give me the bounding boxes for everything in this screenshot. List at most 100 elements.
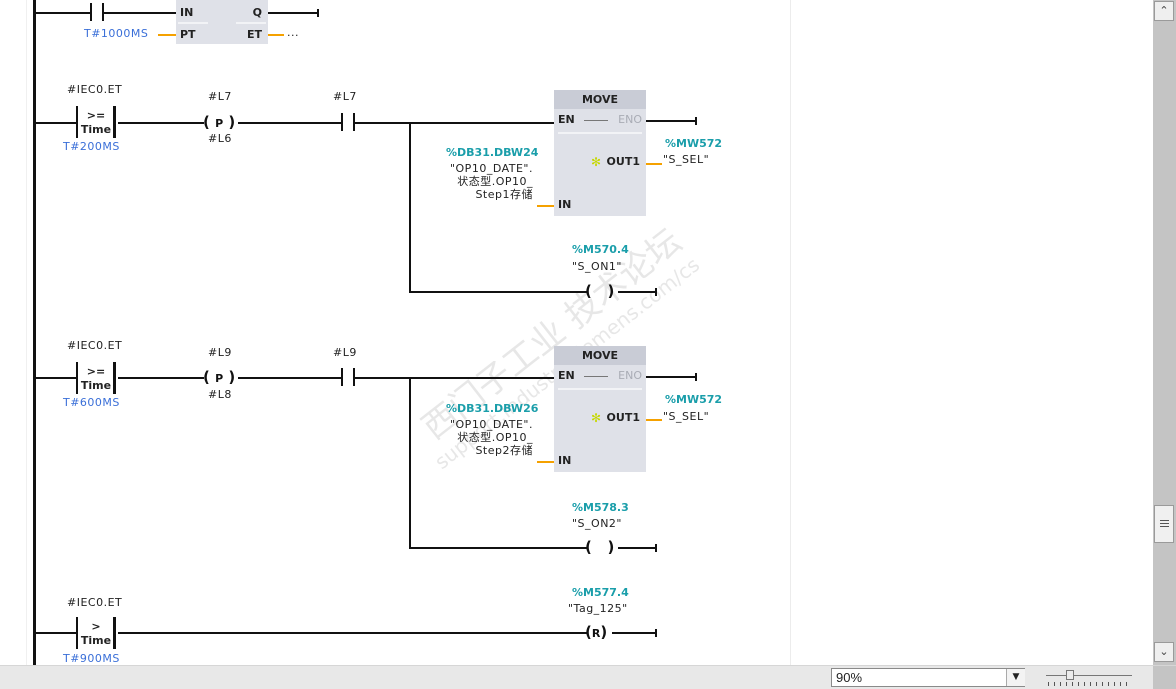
timer-pt-value[interactable]: T#1000MS (84, 27, 149, 40)
pt-wire (158, 34, 176, 36)
move-pin-eno: ENO (618, 369, 642, 382)
et-wire (268, 34, 284, 36)
ptrig-label: P (215, 372, 224, 385)
wire (618, 291, 656, 293)
move-pin-en: EN (558, 369, 575, 382)
move-out-symbol[interactable]: "S_SEL" (663, 410, 710, 423)
output-coil[interactable]: ( ) (585, 538, 615, 556)
compare-time-contact[interactable]: >= Time (76, 358, 116, 398)
ptrig-mem[interactable]: #L8 (208, 388, 232, 401)
zoom-slider[interactable] (1046, 669, 1132, 687)
wire (118, 377, 204, 379)
no-contact[interactable] (90, 3, 104, 21)
move-in-address[interactable]: %DB31.DBW26 (446, 402, 539, 415)
wire-end (655, 288, 657, 296)
move-out-symbol[interactable]: "S_SEL" (663, 153, 710, 166)
wire (618, 547, 656, 549)
pin-divider (558, 388, 642, 390)
compare-time-contact[interactable]: > Time (76, 613, 116, 653)
vertical-scrollbar[interactable]: ⌃ ⌄ (1153, 0, 1176, 665)
move-pin-out1: OUT1 (606, 411, 640, 424)
slider-ticks (1048, 682, 1130, 686)
no-contact[interactable] (341, 368, 355, 386)
ptrig-operand[interactable]: #L9 (208, 346, 232, 359)
compare-operand[interactable]: #IEC0.ET (67, 339, 123, 352)
output-coil[interactable]: ( ) (585, 282, 615, 300)
coil-symbol[interactable]: "S_ON2" (572, 517, 622, 530)
corner-block (1153, 666, 1176, 689)
move-out-address[interactable]: %MW572 (665, 137, 723, 150)
en-eno-line (584, 376, 608, 377)
wire (268, 12, 318, 14)
wire (118, 632, 587, 634)
timer-pin-in: IN (180, 6, 194, 19)
coil-address[interactable]: %M577.4 (572, 586, 629, 599)
compare-operand[interactable]: #IEC0.ET (67, 83, 123, 96)
wire (612, 632, 656, 634)
contact-operand[interactable]: #L7 (333, 90, 357, 103)
wire-end (695, 117, 697, 125)
wire (646, 376, 696, 378)
wire (36, 377, 76, 379)
slider-knob[interactable] (1066, 670, 1074, 680)
move-pin-in: IN (558, 454, 572, 467)
p-trig-coil[interactable]: ( P ) (203, 113, 236, 131)
move-block[interactable]: MOVE EN ENO ✻ OUT1 IN (554, 346, 646, 472)
reset-coil[interactable]: (R) (585, 623, 608, 641)
move-in-address[interactable]: %DB31.DBW24 (446, 146, 539, 159)
scrollbar-thumb[interactable] (1154, 505, 1174, 543)
pin-divider (558, 132, 642, 134)
chevron-up-icon: ⌃ (1159, 4, 1169, 17)
symbol-line: 状态型.OP10_ (457, 175, 533, 188)
compare-operand[interactable]: #IEC0.ET (67, 596, 123, 609)
p-trig-coil[interactable]: ( P ) (203, 368, 236, 386)
in-wire (537, 205, 554, 207)
chevron-down-icon: ⌄ (1159, 645, 1169, 658)
coil-address[interactable]: %M570.4 (572, 243, 629, 256)
contact-operand[interactable]: #L9 (333, 346, 357, 359)
in-wire (537, 461, 554, 463)
move-out-address[interactable]: %MW572 (665, 393, 723, 406)
ptrig-operand[interactable]: #L7 (208, 90, 232, 103)
compare-value[interactable]: T#200MS (63, 140, 120, 153)
ton-timer-block[interactable]: IN Q PT ET (176, 0, 268, 44)
timer-et-value[interactable]: ... (287, 26, 299, 39)
timer-pin-pt: PT (180, 28, 196, 41)
ptrig-label: P (215, 117, 224, 130)
scroll-down-button[interactable]: ⌄ (1154, 642, 1174, 662)
slider-track (1046, 675, 1132, 676)
zoom-select[interactable]: 90% ▼ (831, 668, 1025, 687)
compare-type: Time (80, 379, 112, 392)
move-in-symbol[interactable]: "OP10_DATE". 状态型.OP10_ Step2存储 (446, 418, 533, 457)
no-contact[interactable] (341, 113, 355, 131)
network-margin (0, 0, 27, 665)
timer-pin-et: ET (246, 28, 262, 41)
wire (238, 122, 342, 124)
move-block[interactable]: MOVE EN ENO ✻ OUT1 IN (554, 90, 646, 216)
pin-divider (236, 22, 266, 24)
coil-symbol[interactable]: "Tag_125" (568, 602, 628, 615)
grip-icon (1160, 526, 1169, 527)
wire (409, 547, 587, 549)
coil-symbol[interactable]: "S_ON1" (572, 260, 622, 273)
add-output-star-icon[interactable]: ✻ (591, 411, 602, 425)
move-pin-eno: ENO (618, 113, 642, 126)
out-wire (646, 163, 662, 165)
wire (409, 291, 587, 293)
out-wire (646, 419, 662, 421)
dropdown-arrow-icon[interactable]: ▼ (1006, 669, 1025, 686)
branch-wire (409, 377, 411, 548)
add-output-star-icon[interactable]: ✻ (591, 155, 602, 169)
compare-type: Time (80, 123, 112, 136)
move-in-symbol[interactable]: "OP10_DATE". 状态型.OP10_ Step1存储 (446, 162, 533, 201)
compare-time-contact[interactable]: >= Time (76, 102, 116, 142)
coil-address[interactable]: %M578.3 (572, 501, 629, 514)
wire (646, 120, 696, 122)
ladder-editor-canvas[interactable]: 西门子工业 技术论坛 support.industry.siemens.com/… (0, 0, 1153, 665)
compare-value[interactable]: T#900MS (63, 652, 120, 665)
wire (36, 122, 76, 124)
ptrig-mem[interactable]: #L6 (208, 132, 232, 145)
compare-value[interactable]: T#600MS (63, 396, 120, 409)
compare-operator: > (91, 620, 101, 633)
scroll-up-button[interactable]: ⌃ (1154, 1, 1174, 21)
